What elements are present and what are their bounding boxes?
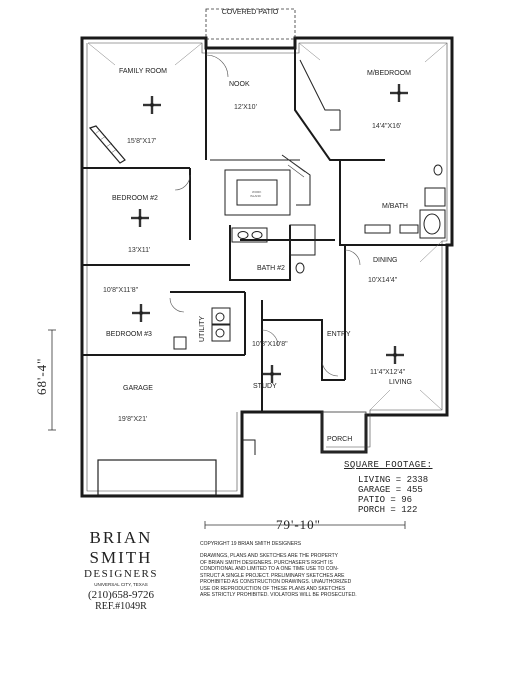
room-family: FAMILY ROOM [119,68,167,75]
designer-subtitle: DESIGNERS [83,568,158,580]
sqft-row-porch: PORCH = 122 [358,505,418,515]
square-footage-table: SQUARE FOOTAGE: LIVING = 2338 GARAGE = 4… [344,460,454,515]
sqft-row-living: LIVING = 2338 [358,475,429,485]
overall-width: 79'-10" [276,517,321,532]
designer-name: BRIAN SMITH [89,528,153,567]
room-entry: ENTRY [327,331,351,338]
overall-depth: 68'-4" [34,358,49,395]
living-size: 11'4"X12'4" [370,369,406,376]
room-dining: DINING [373,257,398,264]
dining-size: 10'X14'4" [368,277,398,284]
nook-size: 12'X10' [234,104,257,111]
designer-block: BRIAN SMITH DESIGNERS UNIVERSAL CITY, TE… [56,528,186,612]
room-garage: GARAGE [123,385,153,392]
sqft-row-patio: PATIO = 96 [358,495,413,505]
room-living: LIVING [389,379,412,386]
room-nook: NOOK [229,81,250,88]
room-bedroom3: BEDROOM #3 [106,331,152,338]
garage-size: 19'8"X21' [118,416,147,423]
room-master-bedroom: M/BEDROOM [367,70,411,77]
room-porch: PORCH [327,436,352,443]
room-utility: UTILITY [199,316,206,342]
study-size: 10'8"X10'8" [252,341,288,348]
svg-text:WORK: WORK [252,190,261,194]
master-size: 14'4"X16' [372,123,401,130]
copyright: COPYRIGHT 19 BRIAN SMITH DESIGNERS [200,541,302,547]
legal-line: USE OR REPRODUCTION OF THESE PLANS AND S… [200,585,346,592]
room-bath2: BATH #2 [257,265,285,272]
room-covered-patio: COVERED PATIO [222,9,279,16]
bedroom2-size: 13'X11' [128,247,150,254]
room-study: STUDY [253,383,277,390]
designer-phone: (210)658-9726 [88,589,154,601]
legal-line: ARE STRICTLY PROHIBITED. VIOLATORS WILL … [200,592,357,598]
legal-line: OF BRIAN SMITH DESIGNERS. PURCHASER'S RI… [200,559,333,566]
legal-line: STRUCT A SINGLE PROJECT. PRELIMINARY SKE… [200,572,345,579]
room-master-bath: M/BATH [382,203,408,210]
family-size: 15'8"X17' [127,138,156,145]
legal-notice: DRAWINGS, PLANS AND SKETCHES ARE THE PRO… [200,553,420,599]
designer-ref: REF.#1049R [95,601,147,612]
svg-text:ISLAND: ISLAND [250,194,262,198]
sqft-row-garage: GARAGE = 455 [358,485,423,495]
bedroom3-size: 10'8"X11'8" [103,287,139,294]
legal-line: CONDITIONAL AND LIMITED TO A ONE TIME US… [200,566,339,572]
legal-line: DRAWINGS, PLANS AND SKETCHES ARE THE PRO… [200,553,338,559]
legal-line: PROHIBITED AS CONSTRUCTION DRAWINGS. UNA… [200,579,352,585]
designer-location: UNIVERSAL CITY, TEXAS [94,582,148,587]
room-bedroom2: BEDROOM #2 [112,195,158,202]
square-footage-title: SQUARE FOOTAGE: [344,460,433,470]
